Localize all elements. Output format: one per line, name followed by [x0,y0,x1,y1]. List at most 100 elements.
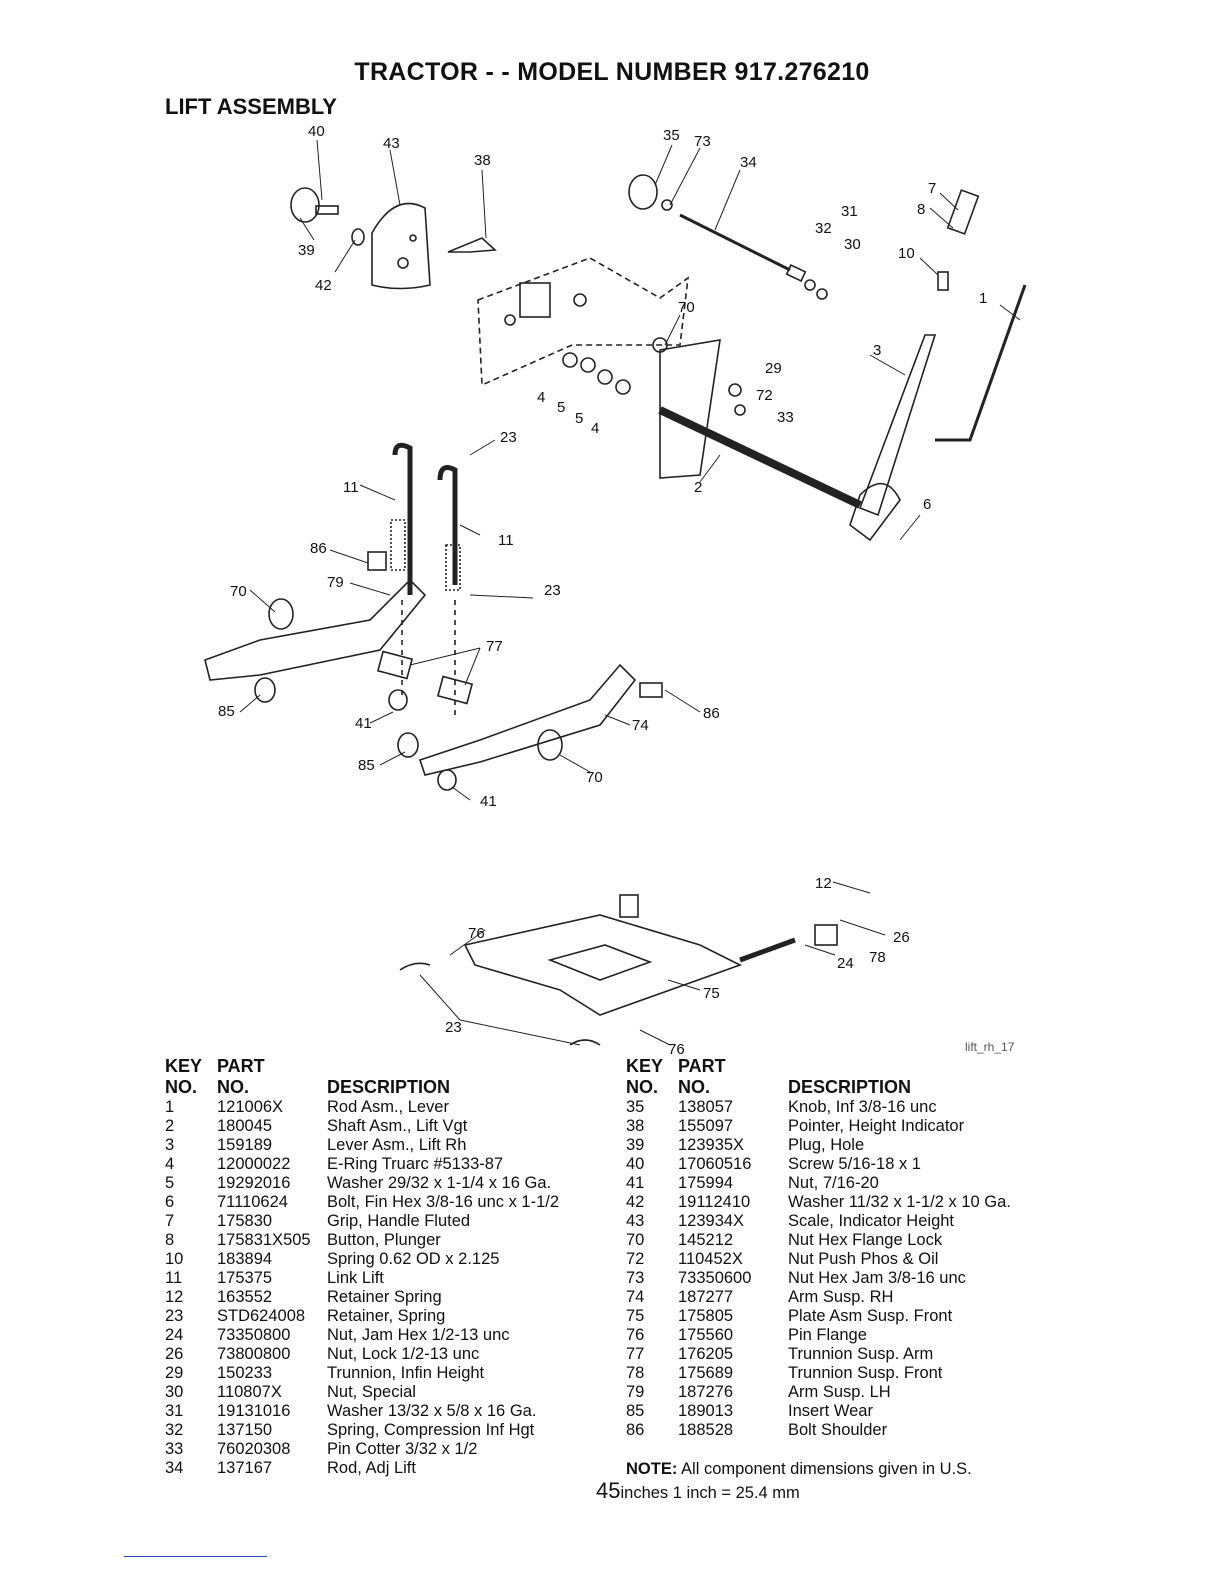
frame-bracket-part [477,257,690,387]
callout-label: 5 [557,399,565,416]
header-description: DESCRIPTION [327,1077,451,1097]
cell-description: Trunnion Susp. Arm [788,1345,934,1363]
callout-label: 78 [869,949,886,966]
cell-description: Washer 13/32 x 5/8 x 16 Ga. [327,1402,537,1420]
callout-label: 72 [756,387,773,404]
cell-key-no: 7 [165,1212,175,1230]
hole-plug-part [290,187,320,223]
cell-key-no: 34 [165,1459,184,1477]
figure-id: lift_rh_17 [965,1040,1015,1054]
callout-label: 77 [486,638,503,655]
callout-label: 3 [873,342,881,359]
fluted-grip-part [946,189,980,235]
cell-part-no: 175831X505 [217,1231,311,1249]
cell-part-no: 175830 [217,1212,273,1230]
cell-description: E-Ring Truarc #5133-87 [327,1155,504,1173]
cell-part-no: 155097 [678,1117,734,1135]
cell-part-no: 19292016 [217,1174,291,1192]
suspension-arm-lh-part [204,578,427,681]
cell-description: Pointer, Height Indicator [788,1117,965,1135]
cell-description: Pin Flange [788,1326,867,1344]
cell-key-no: 10 [165,1250,184,1268]
dimension-note: NOTE: All component dimensions given in … [626,1460,972,1479]
cell-key-no: 72 [626,1250,645,1268]
cell-key-no: 3 [165,1136,175,1154]
cell-part-no: 76020308 [217,1440,291,1458]
cell-part-no: 73350600 [678,1269,752,1287]
callout-label: 86 [310,540,327,557]
callout-label: 43 [383,135,400,152]
cell-key-no: 86 [626,1421,645,1439]
callout-label: 23 [500,429,517,446]
cell-part-no: 163552 [217,1288,273,1306]
callout-label: 4 [591,420,599,437]
callout-label: 23 [544,582,561,599]
cell-description: Trunnion Susp. Front [788,1364,943,1382]
callout-label: 8 [917,201,925,218]
lever-rod-part [935,284,1027,442]
cell-key-no: 73 [626,1269,645,1287]
cell-description: Insert Wear [788,1402,873,1420]
cell-part-no: 175994 [678,1174,734,1192]
cell-part-no: 187276 [678,1383,734,1401]
callout-label: 85 [358,757,375,774]
cell-key-no: 40 [626,1155,645,1173]
cell-key-no: 79 [626,1383,645,1401]
cell-description: Plug, Hole [788,1136,865,1154]
callout-label: 5 [575,410,583,427]
callout-label: 38 [474,152,491,169]
cell-part-no: 175689 [678,1364,734,1382]
cell-part-no: STD624008 [217,1307,306,1325]
cell-part-no: 19112410 [678,1193,751,1211]
callout-label: 35 [663,127,680,144]
callout-label: 41 [355,715,372,732]
callout-label: 76 [668,1041,685,1058]
cell-description: Nut, 7/16-20 [788,1174,879,1192]
cell-part-no: 189013 [678,1402,734,1420]
cell-key-no: 85 [626,1402,645,1420]
cell-key-no: 5 [165,1174,175,1192]
callout-label: 7 [928,180,936,197]
section-heading: LIFT ASSEMBLY [165,94,337,119]
callout-leaders [239,139,1021,1046]
cell-part-no: 71110624 [217,1193,288,1211]
callout-label: 23 [445,1019,462,1036]
screw-part [315,205,339,215]
cell-key-no: 4 [165,1155,175,1173]
callout-label: 34 [740,154,757,171]
cell-description: Scale, Indicator Height [788,1212,955,1230]
callout-label: 10 [898,245,915,262]
e-ring-washers [562,352,631,395]
callout-label: 75 [703,985,720,1002]
cell-description: Washer 29/32 x 1-1/4 x 16 Ga. [327,1174,552,1192]
callout-label: 11 [343,479,359,496]
cell-key-no: 11 [165,1269,183,1287]
callout-label: 39 [298,242,315,259]
washer-part [351,228,365,246]
callout-label: 70 [678,299,695,316]
cell-part-no: 19131016 [217,1402,291,1420]
callout-label: 2 [694,479,702,496]
cell-description: Trunnion, Infin Height [327,1364,485,1382]
callout-label: 74 [632,717,649,734]
cell-key-no: 70 [626,1231,645,1249]
cell-description: Spring, Compression Inf Hgt [327,1421,535,1439]
cell-part-no: 187277 [678,1288,734,1306]
cell-part-no: 138057 [678,1098,734,1116]
cell-part-no: 110452X [678,1250,743,1268]
